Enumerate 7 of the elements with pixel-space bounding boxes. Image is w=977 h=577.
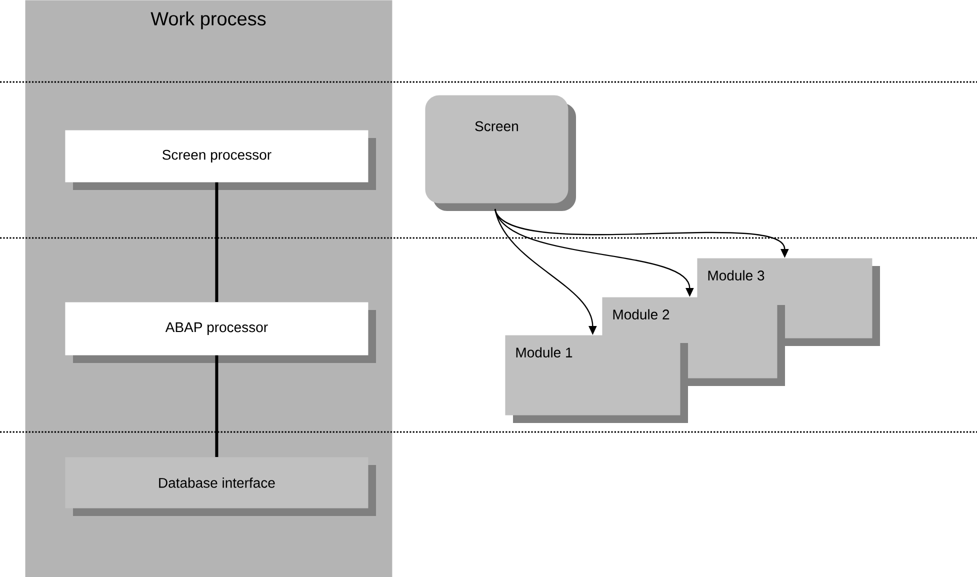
process-box: Screen processor xyxy=(65,130,376,190)
connector-line xyxy=(215,355,218,457)
process-box: ABAP processor xyxy=(65,302,376,363)
screen-box: Screen xyxy=(425,95,576,211)
process-box: Database interface xyxy=(65,457,376,516)
connector-line xyxy=(215,182,218,302)
module-box: Module 1 xyxy=(505,335,688,423)
